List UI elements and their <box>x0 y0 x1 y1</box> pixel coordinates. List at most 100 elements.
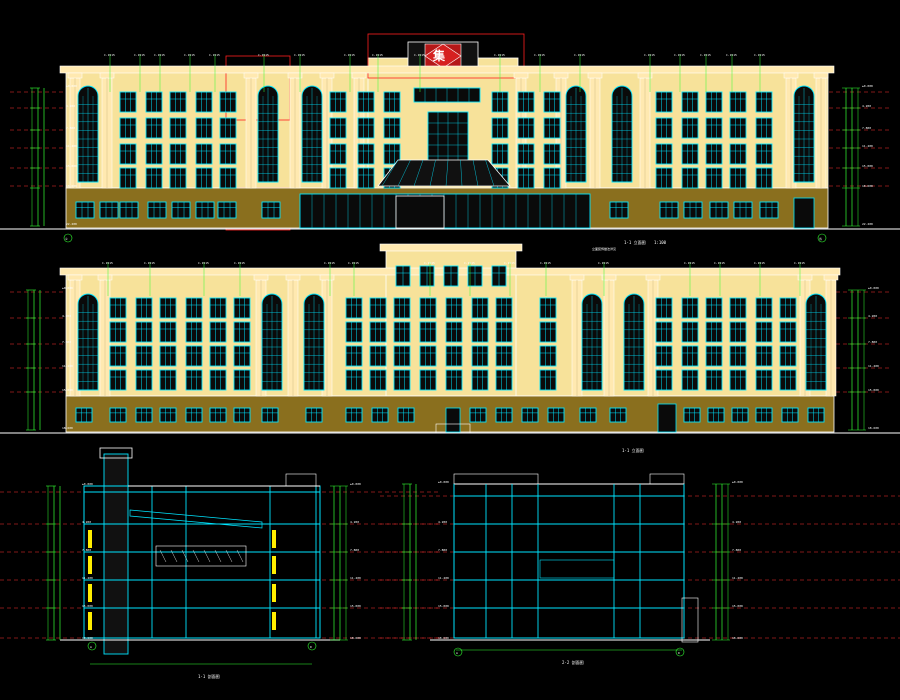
arched-window <box>611 85 633 183</box>
window-mullions <box>148 202 166 218</box>
window <box>75 407 93 423</box>
axis-label: A <box>90 645 92 649</box>
level-label: 4.200 <box>438 520 447 524</box>
elevation-1-title: 1-1 立面图 <box>624 239 646 245</box>
window-tag: C-1515 <box>414 53 425 57</box>
pilaster-capital <box>253 274 269 281</box>
window <box>755 143 773 165</box>
window <box>383 117 401 139</box>
window-tag: C-1515 <box>754 53 765 57</box>
window <box>393 321 411 343</box>
arched-window <box>581 293 603 391</box>
window-mullions <box>544 168 560 188</box>
window <box>233 345 251 367</box>
level-label: 7.800 <box>350 548 359 552</box>
canopy-rib <box>445 159 449 187</box>
window <box>705 321 723 343</box>
window <box>491 117 509 139</box>
level-label: 15.000 <box>862 164 873 168</box>
level-label: ±0.000 <box>868 286 879 290</box>
level-label: 15.000 <box>62 388 73 392</box>
level-label: 11.400 <box>62 364 73 368</box>
window <box>209 407 227 423</box>
window <box>491 91 509 113</box>
window-mullions <box>196 144 212 164</box>
window <box>419 297 437 319</box>
window-mullions <box>756 168 772 188</box>
window <box>779 321 797 343</box>
section-b-title: 2-2 剖面图 <box>562 659 584 665</box>
level-label: 4.200 <box>868 314 877 318</box>
window-mullions <box>372 408 388 422</box>
window-mullions <box>682 144 698 164</box>
axis-label: ① <box>65 237 68 241</box>
window <box>543 143 561 165</box>
pilaster <box>601 274 617 397</box>
arched-window <box>623 293 645 391</box>
window-mullions <box>394 370 410 390</box>
window <box>729 321 747 343</box>
window-mullions <box>146 92 162 112</box>
window <box>109 407 127 423</box>
window <box>705 143 723 165</box>
window <box>371 407 389 423</box>
window <box>681 345 699 367</box>
pilaster-capital <box>813 72 829 79</box>
window-mullions <box>470 408 486 422</box>
pilaster-capital <box>319 72 335 79</box>
window-mullions <box>706 92 722 112</box>
window <box>471 321 489 343</box>
pilaster <box>287 72 303 189</box>
level-label: 7.800 <box>66 126 75 130</box>
window <box>729 143 747 165</box>
window-mullions <box>172 202 190 218</box>
window-tag: C-1515 <box>674 53 685 57</box>
level-label: 15.000 <box>350 604 361 608</box>
window-mullions <box>110 370 126 390</box>
window <box>655 91 673 113</box>
window <box>521 407 539 423</box>
canopy-rib <box>413 159 424 187</box>
window-mullions <box>210 298 226 318</box>
window <box>345 369 363 391</box>
window-mullions <box>346 298 362 318</box>
window-mullions <box>522 408 538 422</box>
window <box>135 345 153 367</box>
window-mullions <box>730 92 746 112</box>
window <box>369 297 387 319</box>
window-mullions <box>444 266 458 286</box>
window-mullions <box>782 408 798 422</box>
window-mullions <box>370 370 386 390</box>
window-mullions <box>682 118 698 138</box>
window <box>145 117 163 139</box>
axis-label: ⑮ <box>819 236 822 241</box>
window-mullions <box>610 202 628 218</box>
window <box>233 407 251 423</box>
pilaster <box>285 274 301 397</box>
window-mullions <box>540 322 556 342</box>
window-mullions <box>220 92 236 112</box>
window-mullions <box>446 298 462 318</box>
column-marker <box>272 584 276 602</box>
window-mullions <box>682 298 698 318</box>
window-mullions <box>110 322 126 342</box>
pilaster-capital <box>97 274 113 281</box>
axis-bubble <box>453 647 463 657</box>
arched-window <box>303 293 325 391</box>
level-label: 4.200 <box>66 104 75 108</box>
window <box>445 321 463 343</box>
window <box>547 407 565 423</box>
window <box>195 167 213 189</box>
window-mullions <box>540 298 556 318</box>
elevation-1-scale: 1:100 <box>654 240 667 245</box>
window-mullions <box>370 298 386 318</box>
rear-door <box>657 403 677 433</box>
window-mullions <box>170 168 186 188</box>
window-mullions <box>220 118 236 138</box>
window-mullions <box>398 408 414 422</box>
window <box>655 345 673 367</box>
level-label: ±0.000 <box>82 482 93 486</box>
stair-tread <box>159 549 167 563</box>
window-tag: C-1515 <box>144 261 155 265</box>
